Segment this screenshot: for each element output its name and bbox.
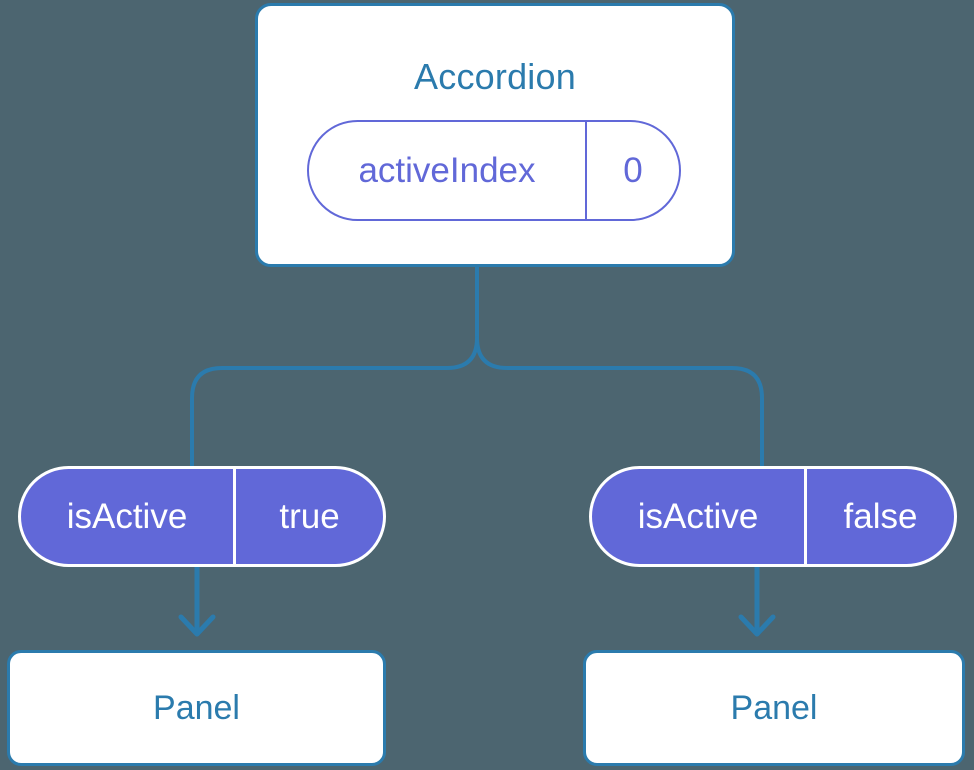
panel-component-card-right[interactable]: Panel <box>583 650 965 766</box>
panel-title: Panel <box>153 688 240 727</box>
state-pill-value: 0 <box>623 150 643 190</box>
prop-pill-value: false <box>843 496 918 536</box>
prop-pill-key: isActive <box>592 469 807 564</box>
arrow-head-right-icon <box>738 614 776 637</box>
prop-pill-is-active-true[interactable]: isActive true <box>18 466 386 567</box>
edge-fork-to-left <box>190 336 479 472</box>
state-pill-key: activeIndex <box>309 122 587 219</box>
prop-pill-is-active-false[interactable]: isActive false <box>589 466 957 567</box>
arrow-head-left-icon <box>178 614 216 637</box>
state-pill-active-index[interactable]: activeIndex 0 <box>307 120 681 221</box>
accordion-title: Accordion <box>414 56 576 97</box>
prop-pill-key: isActive <box>21 469 236 564</box>
panel-component-card-left[interactable]: Panel <box>7 650 386 766</box>
prop-pill-value: true <box>279 496 340 536</box>
panel-title: Panel <box>730 688 818 727</box>
edge-root-to-fork <box>475 264 764 472</box>
